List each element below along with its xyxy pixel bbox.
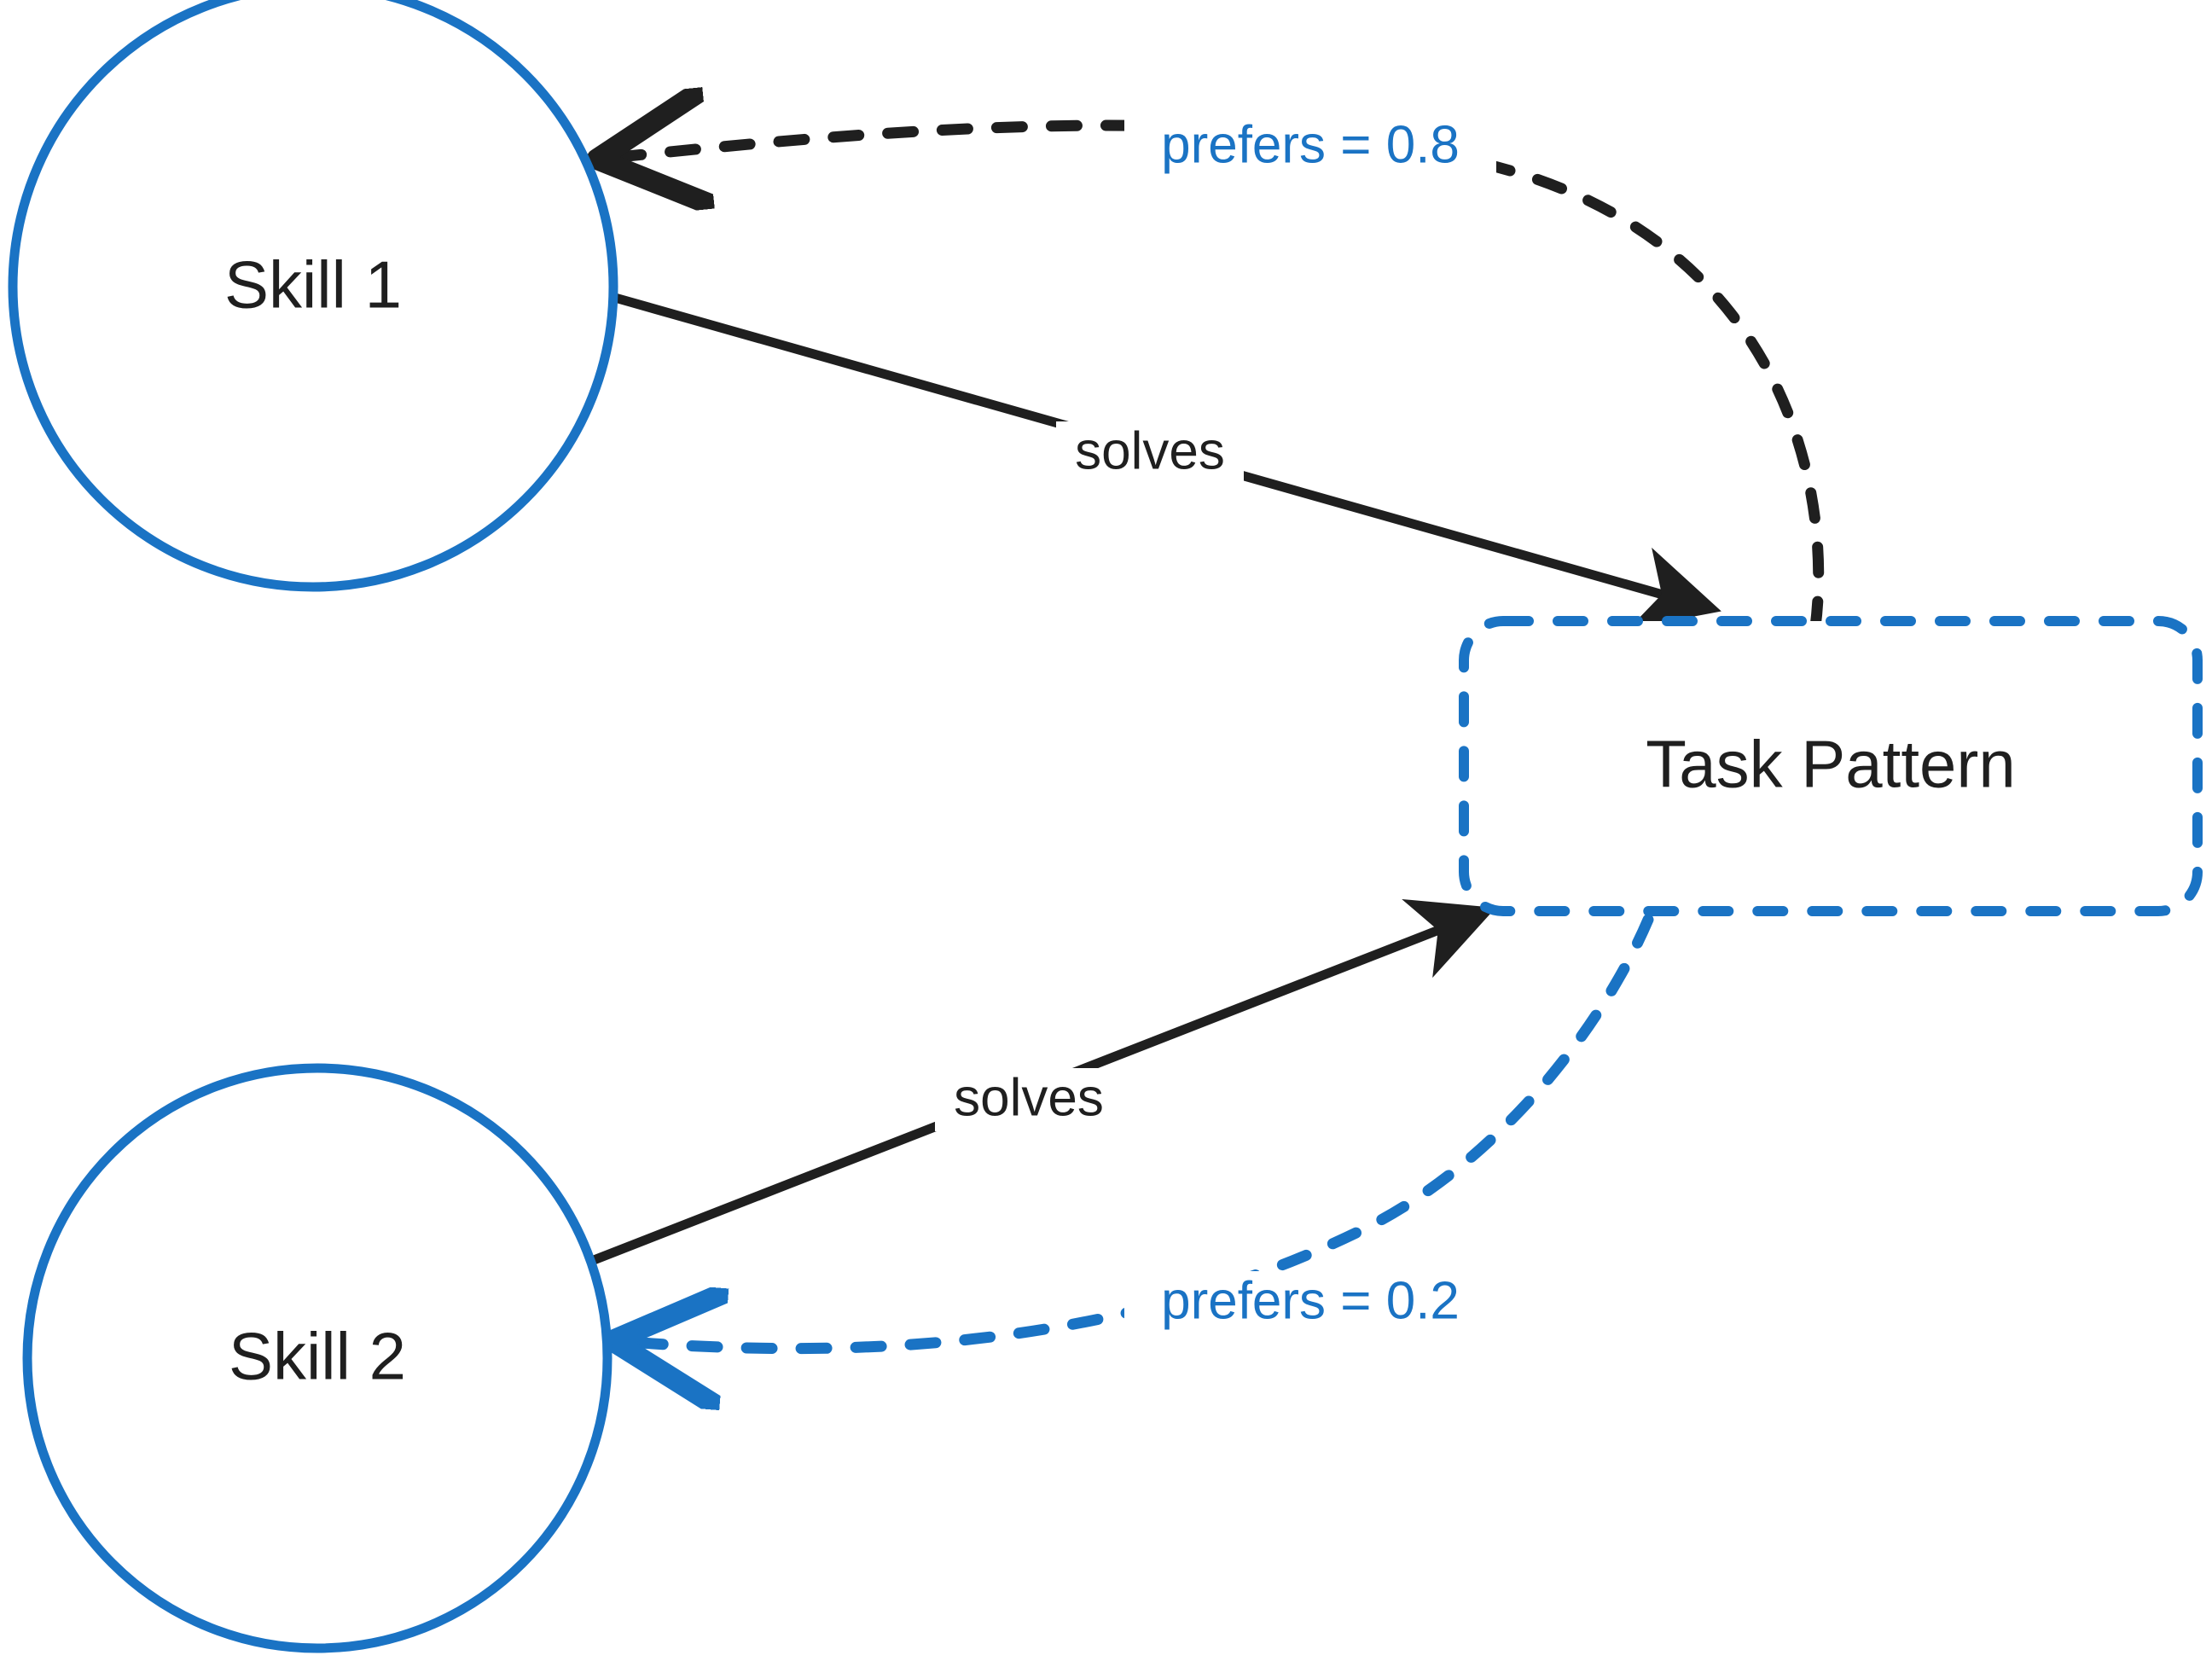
edge-label-prefers-02-group: prefers = 0.2 — [1124, 1271, 1496, 1334]
edge-label-skill1-solves: solves — [1075, 421, 1225, 480]
edge-label-prefers-08: prefers = 0.8 — [1161, 115, 1460, 174]
edge-label-skill2-solves-bg — [935, 1068, 1123, 1131]
skill1-label: Skill 1 — [224, 247, 402, 322]
edge-label-skill2-solves-group: solves — [935, 1068, 1123, 1131]
edge-taskpattern-prefers-skill2 — [618, 914, 1654, 1349]
edge-label-skill1-solves-bg — [1056, 421, 1244, 485]
node-skill2[interactable]: Skill 2 — [22, 1063, 613, 1653]
edge-label-prefers-02: prefers = 0.2 — [1161, 1271, 1460, 1330]
edge-label-skill2-solves: solves — [954, 1068, 1104, 1127]
edge-taskpattern-prefers-skill1-line — [602, 125, 1825, 633]
edge-label-prefers-02-bg — [1124, 1271, 1496, 1334]
edge-taskpattern-prefers-skill1 — [602, 125, 1825, 633]
edge-label-prefers-08-group: prefers = 0.8 — [1124, 115, 1496, 178]
task-pattern-box[interactable] — [1459, 616, 2203, 916]
skill2-circle[interactable] — [22, 1063, 613, 1653]
task-pattern-label: Task Pattern — [1646, 727, 2016, 802]
edge-label-skill1-solves-group: solves — [1056, 421, 1244, 485]
node-skill1[interactable]: Skill 1 — [8, 0, 618, 592]
edge-taskpattern-prefers-skill2-line — [618, 914, 1654, 1349]
node-task-pattern[interactable]: Task Pattern — [1459, 616, 2203, 916]
edge-label-prefers-08-bg — [1124, 115, 1496, 178]
skill2-label: Skill 2 — [229, 1319, 406, 1394]
skill1-circle[interactable] — [8, 0, 618, 592]
